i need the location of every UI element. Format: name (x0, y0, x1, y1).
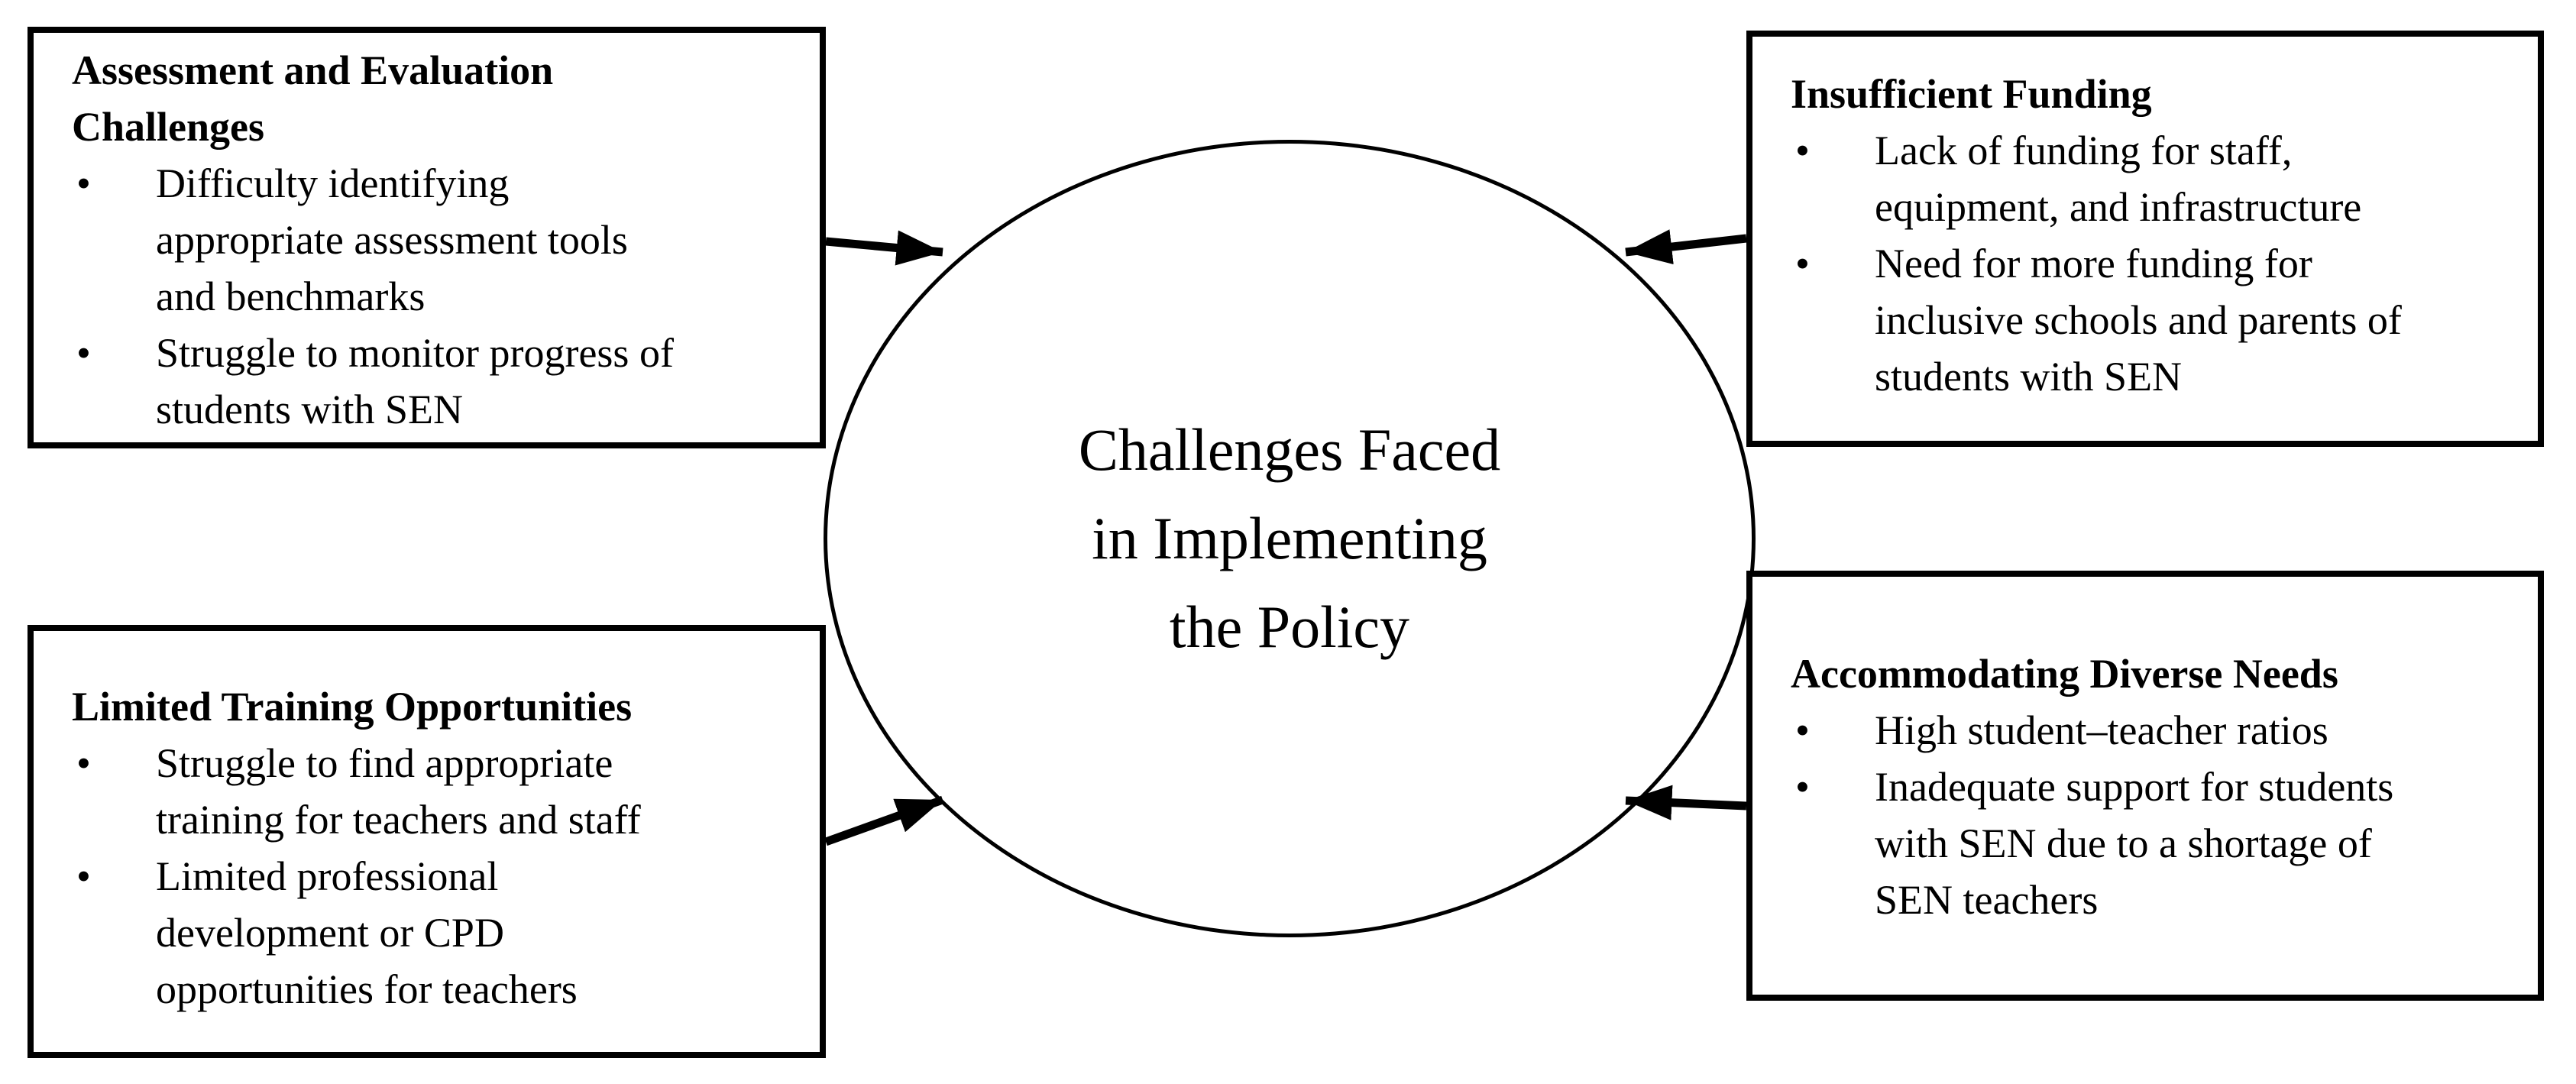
arrow-bottom-right-icon (1625, 785, 1747, 820)
bullet-dot: • (76, 740, 91, 786)
bullet-text: Need for more funding for inclusive scho… (1875, 241, 2402, 400)
box-title: Accommodating Diverse Needs (1791, 651, 2338, 697)
list-item: • Need for more funding for inclusive sc… (1752, 235, 2538, 405)
list-item: • Difficulty identifying appropriate ass… (34, 155, 820, 325)
bullet-dot: • (1795, 128, 1810, 173)
box-limited-training-opportunities: Limited Training Opportunities • Struggl… (28, 625, 826, 1058)
list-item: • Struggle to find appropriate training … (34, 735, 820, 848)
arrow-top-right-icon (1625, 229, 1747, 265)
bullet-text: Lack of funding for staff, equipment, an… (1875, 128, 2362, 230)
arrow-bottom-left-icon (824, 795, 944, 846)
bullet-dot: • (1795, 764, 1810, 810)
bullet-text: Limited professional development or CPD … (156, 853, 578, 1012)
list-item: • High student–teacher ratios (1752, 702, 2538, 759)
list-item: • Limited professional development or CP… (34, 848, 820, 1018)
center-title: Challenges Faced in Implementing the Pol… (1078, 416, 1501, 660)
box-title: Limited Training Opportunities (72, 684, 633, 730)
bullet-dot: • (1795, 241, 1810, 286)
list-item: • Struggle to monitor progress of studen… (34, 325, 820, 438)
bullet-text: High student–teacher ratios (1875, 707, 2328, 753)
bullet-text: Difficulty identifying appropriate asses… (156, 160, 628, 319)
box-title: Assessment and Evaluation Challenges (72, 47, 554, 150)
arrow-top-left-icon (825, 230, 943, 266)
bullet-dot: • (76, 853, 91, 899)
bullet-dot: • (76, 160, 91, 206)
bullet-dot: • (76, 330, 91, 376)
box-title: Insufficient Funding (1791, 71, 2152, 117)
bullet-dot: • (1795, 707, 1810, 753)
box-insufficient-funding: Insufficient Funding • Lack of funding f… (1746, 31, 2544, 447)
box-accommodating-diverse-needs: Accommodating Diverse Needs • High stude… (1746, 571, 2544, 1001)
bullet-text: Struggle to monitor progress of students… (156, 330, 674, 432)
bullet-text: Inadequate support for students with SEN… (1875, 764, 2394, 923)
center-ellipse: Challenges Faced in Implementing the Pol… (824, 140, 1756, 937)
box-assessment-evaluation-challenges: Assessment and Evaluation Challenges • D… (28, 27, 826, 448)
list-item: • Lack of funding for staff, equipment, … (1752, 122, 2538, 235)
bullet-text: Struggle to find appropriate training fo… (156, 740, 641, 843)
list-item: • Inadequate support for students with S… (1752, 759, 2538, 928)
